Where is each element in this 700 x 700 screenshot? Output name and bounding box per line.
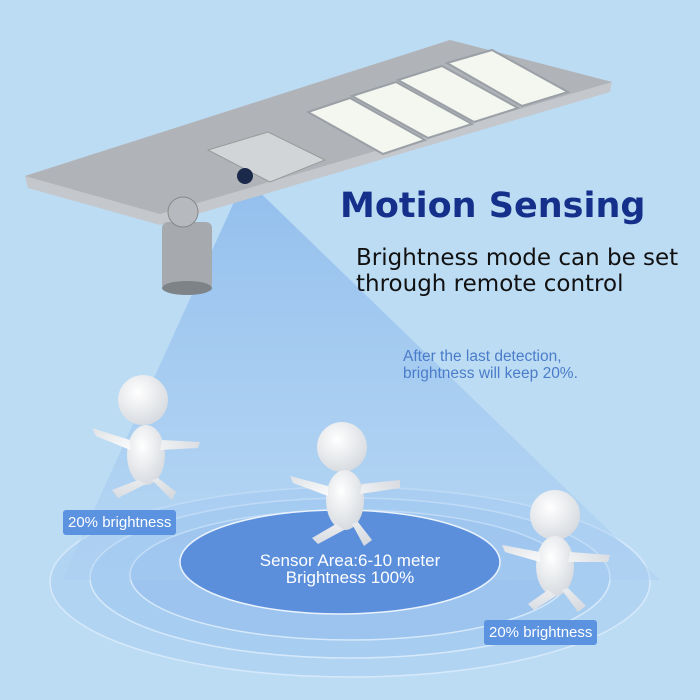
brightness-badge-left: 20% brightness xyxy=(63,510,177,535)
person-figure xyxy=(290,422,400,546)
note-line: brightness will keep 20%. xyxy=(403,365,578,382)
subtitle: Brightness mode can be set through remot… xyxy=(356,245,678,297)
sensor-area-label: Sensor Area:6-10 meter Brightness 100% xyxy=(200,552,500,586)
brightness-line: Brightness 100% xyxy=(285,568,415,587)
subtitle-line: through remote control xyxy=(356,271,624,297)
sensor-area-line: Sensor Area:6-10 meter xyxy=(259,551,441,570)
brightness-badge-right: 20% brightness xyxy=(484,620,598,645)
street-light xyxy=(25,40,612,295)
motion-sensor xyxy=(237,168,253,184)
subtitle-line: Brightness mode can be set xyxy=(356,245,679,271)
person-figure xyxy=(502,490,610,612)
note-line: After the last detection, xyxy=(403,348,562,365)
headline: Motion Sensing xyxy=(340,186,646,226)
person-figure xyxy=(92,375,200,500)
detection-note: After the last detection, brightness wil… xyxy=(403,348,578,382)
